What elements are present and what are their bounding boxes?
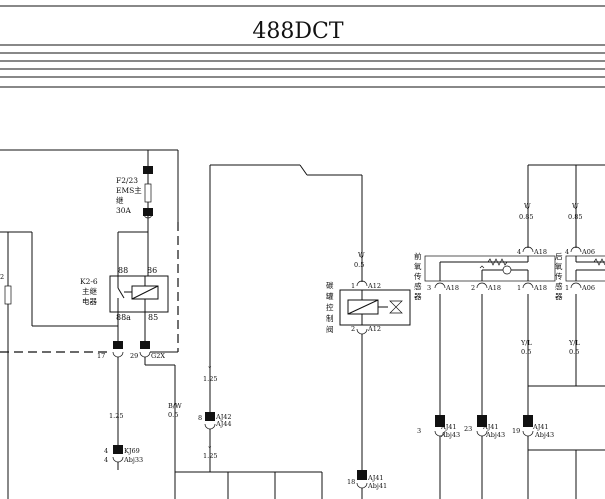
- title-block: 488DCT: [0, 5, 605, 88]
- bottom-conn-1-aj: AJ41: [482, 423, 499, 431]
- relay-name-2: 电器: [82, 296, 97, 306]
- valve-a12-top: A12: [367, 282, 381, 290]
- rear-oxygen-sensor: ⌄ W 0.85 4 A06 1 A06 后 氧 传 感 器 Y/L 0.5: [528, 164, 605, 386]
- front-sensor-name-2: 传: [414, 271, 422, 281]
- rear-sensor-a06-top: A06: [581, 248, 595, 256]
- wire-left-gauge: 1.25: [109, 412, 123, 420]
- connector-kj69-pin: 4: [104, 447, 108, 455]
- valve-name-4: 阀: [326, 325, 334, 334]
- front-oxygen-sensor: ⌄ W 0.85 4 A18 3 2 1 A18 A18 A18 前 氧 传 感…: [414, 165, 605, 451]
- svg-text:⌄: ⌄: [573, 203, 578, 211]
- connector-g2x: G2X: [151, 352, 165, 360]
- valve-conn-pin: 18: [347, 478, 355, 486]
- valve-a12-bottom: A12: [367, 325, 381, 333]
- svg-text:⌄: ⌄: [359, 252, 364, 260]
- fuse-id: F2/23: [116, 176, 138, 185]
- front-sensor-a18-p3: A18: [445, 284, 459, 292]
- bottom-conn-0-abj: Abj43: [440, 431, 460, 439]
- front-sensor-name-3: 感: [414, 281, 422, 291]
- front-sensor-a18-p2: A18: [487, 284, 501, 292]
- fuse-rating: 30A: [116, 206, 132, 215]
- wire-bw-gauge: 0.5: [168, 411, 178, 419]
- wire-085-a-color: W: [524, 202, 531, 210]
- wire-yl-b-gauge: 0.5: [569, 348, 579, 356]
- rear-sensor-name-1: 氧: [555, 261, 563, 271]
- bottom-conn-0-aj: AJ41: [440, 423, 457, 431]
- wire-aj42-bottom-gauge: 1.25: [203, 452, 217, 460]
- relay-name-1: 主继: [82, 286, 97, 296]
- connector-aj42-label: AJ42: [215, 413, 232, 421]
- connector-abj33-pin: 4: [104, 456, 108, 464]
- bottom-conn-2-aj: AJ41: [532, 423, 549, 431]
- front-sensor-pin2: 2: [471, 284, 475, 292]
- fuse-name-1: EMS主: [116, 185, 142, 195]
- canister-control-valve: ⌄ W 0.5 1 A12 2 A12 碳 罐 控 制 阀 18 AJ41 Ab…: [299, 164, 411, 499]
- valve-conn-aj41: AJ41: [367, 474, 384, 482]
- valve-name-1: 罐: [326, 291, 334, 301]
- valve-conn-abj41: Abj41: [367, 482, 387, 490]
- rear-sensor-pin1: 1: [565, 284, 569, 292]
- fuse-name-2: 继: [116, 195, 124, 205]
- rear-sensor-name-3: 感: [555, 281, 563, 291]
- valve-name-3: 制: [326, 313, 334, 323]
- rear-sensor-name-0: 后: [555, 251, 563, 261]
- rear-sensor-name-4: 器: [555, 292, 563, 301]
- rear-sensor-name-2: 传: [555, 271, 563, 281]
- valve-pin2: 2: [351, 325, 355, 333]
- front-sensor-name-4: 器: [414, 292, 422, 301]
- bottom-conn-2-pin: 19: [512, 427, 520, 435]
- wire-yl-a-color: Y/L: [520, 339, 532, 347]
- connector-aj42-pin: 8: [198, 414, 202, 422]
- bottom-conn-1-abj: Abj43: [485, 431, 505, 439]
- relay-pin-85: 85: [148, 313, 158, 322]
- bottom-conn-2-abj: Abj43: [534, 431, 554, 439]
- connector-kj69: 4 KJ69 4 Abj33: [104, 445, 143, 464]
- front-sensor-pin1: 1: [517, 284, 521, 292]
- valve-wire-gauge: 0.5: [354, 261, 364, 269]
- diagram-title: 488DCT: [252, 19, 343, 44]
- front-sensor-name-1: 氧: [414, 261, 422, 271]
- front-sensor-a18-top: A18: [533, 248, 547, 256]
- rear-sensor-a06-p1: A06: [581, 284, 595, 292]
- wire-085-a-gauge: 0.85: [519, 213, 533, 221]
- svg-text:⌄: ⌄: [207, 362, 212, 370]
- connector-17-g2x: 17 29 G2X: [97, 341, 165, 360]
- bottom-connectors: 3 AJ41 Abj43 23 AJ41 Abj43 19 AJ41 Abj43: [417, 415, 577, 499]
- wire-bw-color: B/W: [168, 402, 182, 410]
- connector-abj33-label: Abj33: [123, 456, 143, 464]
- connector-aj44-label: AJ44: [215, 420, 232, 428]
- valve-name-0: 碳: [326, 280, 334, 290]
- svg-text:⌄: ⌄: [207, 442, 212, 450]
- front-sensor-pin4: 4: [517, 248, 521, 256]
- wire-yl-a-gauge: 0.5: [521, 348, 531, 356]
- valve-pin1: 1: [351, 282, 355, 290]
- left-stub-label: 2: [0, 273, 4, 281]
- relay-id: K2-6: [80, 277, 98, 286]
- relay-pin-88a: 88a: [116, 313, 131, 322]
- wire-085-b-color: W: [572, 202, 579, 210]
- fuse-ems-main: F2/23 EMS主 继 30A: [116, 166, 153, 219]
- valve-wire-color: W: [358, 251, 365, 259]
- bottom-conn-1-pin: 23: [464, 425, 472, 433]
- connector-29: 29: [130, 352, 138, 360]
- svg-text:⌄: ⌄: [525, 203, 530, 211]
- main-relay-circuit: F2/23 EMS主 继 30A 88 86 88a 85 K2-6 主继: [0, 149, 182, 499]
- valve-name-2: 控: [326, 302, 334, 312]
- relay-pin-88: 88: [118, 266, 128, 275]
- bottom-conn-0-pin: 3: [417, 427, 421, 435]
- wire-aj42-top-gauge: 1.25: [203, 375, 217, 383]
- aj42-circuit: ⌄ 1.25 8 AJ42 AJ44 ⌄ 1.25: [175, 164, 323, 499]
- wire-yl-b-color: Y/L: [568, 339, 580, 347]
- front-sensor-pin3: 3: [427, 284, 431, 292]
- wire-085-b-gauge: 0.85: [568, 213, 582, 221]
- relay-pin-86: 86: [147, 266, 157, 275]
- main-relay: 88 86 88a 85 K2-6 主继 电器: [80, 266, 169, 322]
- front-sensor-a18-p1: A18: [533, 284, 547, 292]
- connector-17: 17: [97, 352, 105, 360]
- front-sensor-name-0: 前: [414, 251, 422, 261]
- rear-sensor-pin4: 4: [565, 248, 569, 256]
- connector-kj69-label: KJ69: [124, 447, 140, 455]
